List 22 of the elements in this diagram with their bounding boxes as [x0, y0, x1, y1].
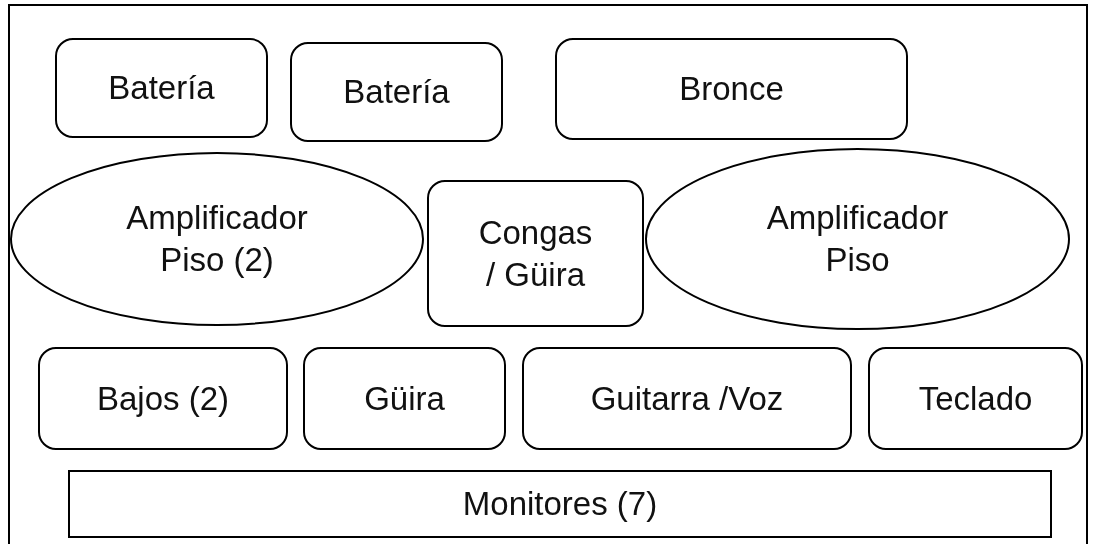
amplifier-ellipse — [645, 148, 1070, 330]
position-label: Bronce — [679, 69, 784, 109]
position-label: Batería — [108, 68, 215, 108]
instrument-box — [290, 42, 503, 142]
position-label: Teclado — [918, 378, 1033, 419]
position-label: Amplificador Piso — [765, 198, 950, 280]
amplifier-ellipse — [10, 152, 424, 326]
position-label: Amplificador Piso (2) — [125, 198, 309, 280]
instrument-box — [522, 347, 852, 450]
monitor-bar — [68, 470, 1052, 538]
instrument-box — [38, 347, 288, 450]
position-label: Bajos (2) — [96, 378, 230, 419]
instrument-box — [555, 38, 908, 140]
position-label: Güira — [364, 378, 445, 419]
instrument-box — [303, 347, 506, 450]
position-label: Guitarra /Voz — [590, 378, 784, 419]
instrument-box — [55, 38, 268, 138]
position-label: Congas / Güira — [477, 212, 594, 295]
position-label: Batería — [343, 72, 450, 112]
instrument-box — [868, 347, 1083, 450]
position-label: Monitores (7) — [462, 484, 658, 524]
instrument-box — [427, 180, 644, 327]
